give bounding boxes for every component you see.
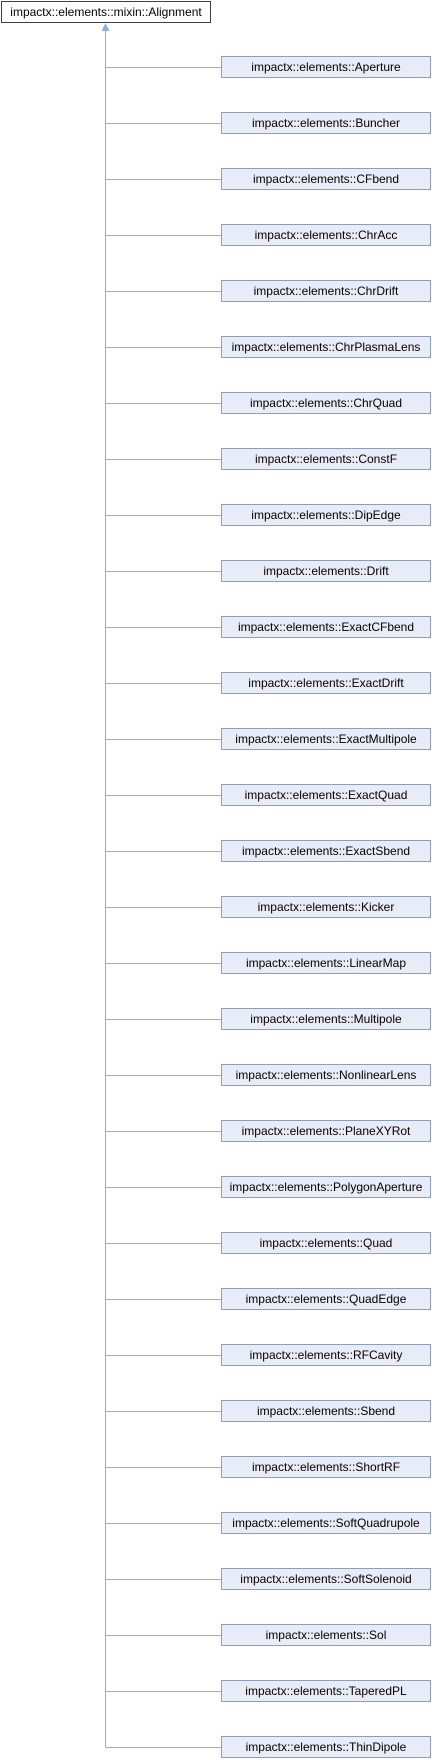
derived-class-node[interactable]: impactx::elements::Quad [221,1232,431,1254]
derived-class-node[interactable]: impactx::elements::ShortRF [221,1456,431,1478]
derived-class-node[interactable]: impactx::elements::ThinDipole [221,1736,431,1758]
derived-class-node[interactable]: impactx::elements::SoftQuadrupole [221,1512,431,1534]
derived-class-node[interactable]: impactx::elements::ExactCFbend [221,616,431,638]
derived-class-node[interactable]: impactx::elements::Drift [221,560,431,582]
derived-class-node[interactable]: impactx::elements::PolygonAperture [221,1176,431,1198]
derived-class-node[interactable]: impactx::elements::ExactQuad [221,784,431,806]
base-class-node[interactable]: impactx::elements::mixin::Alignment [1,1,211,23]
derived-class-node[interactable]: impactx::elements::Kicker [221,896,431,918]
derived-class-node[interactable]: impactx::elements::ChrPlasmaLens [221,336,431,358]
derived-class-node[interactable]: impactx::elements::ExactSbend [221,840,431,862]
derived-class-node[interactable]: impactx::elements::LinearMap [221,952,431,974]
derived-class-node[interactable]: impactx::elements::Buncher [221,112,431,134]
derived-class-node[interactable]: impactx::elements::SoftSolenoid [221,1568,431,1590]
derived-class-node[interactable]: impactx::elements::CFbend [221,168,431,190]
derived-class-node[interactable]: impactx::elements::DipEdge [221,504,431,526]
derived-class-node[interactable]: impactx::elements::NonlinearLens [221,1064,431,1086]
derived-class-node[interactable]: impactx::elements::ExactMultipole [221,728,431,750]
derived-class-node[interactable]: impactx::elements::TaperedPL [221,1680,431,1702]
derived-class-node[interactable]: impactx::elements::Sbend [221,1400,431,1422]
derived-class-node[interactable]: impactx::elements::ChrAcc [221,224,431,246]
derived-class-node[interactable]: impactx::elements::ChrDrift [221,280,431,302]
derived-class-node[interactable]: impactx::elements::ExactDrift [221,672,431,694]
derived-class-node[interactable]: impactx::elements::PlaneXYRot [221,1120,431,1142]
derived-class-node[interactable]: impactx::elements::Multipole [221,1008,431,1030]
derived-class-node[interactable]: impactx::elements::Sol [221,1624,431,1646]
derived-class-node[interactable]: impactx::elements::RFCavity [221,1344,431,1366]
derived-class-node[interactable]: impactx::elements::Aperture [221,56,431,78]
derived-class-node[interactable]: impactx::elements::ConstF [221,448,431,470]
derived-class-node[interactable]: impactx::elements::QuadEdge [221,1288,431,1310]
derived-class-node[interactable]: impactx::elements::ChrQuad [221,392,431,414]
inheritance-arrowhead [101,23,110,31]
